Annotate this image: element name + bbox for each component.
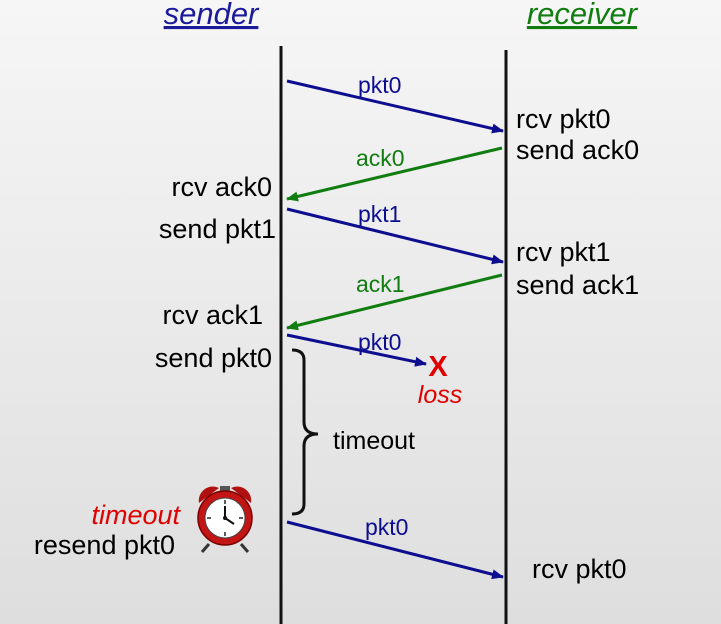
sender-event-rcv-ack0: rcv ack0 xyxy=(171,172,272,202)
message-label-ack1: ack1 xyxy=(356,271,405,297)
message-arrow-pkt0 xyxy=(286,79,504,134)
sender-event-send-pkt1: send pkt1 xyxy=(159,214,276,244)
sender-event-rcv-ack1: rcv ack1 xyxy=(162,300,263,330)
sender-event-resend-pkt0: resend pkt0 xyxy=(34,530,175,560)
sender-event-send-pkt0: send pkt0 xyxy=(155,343,272,373)
message-label-pkt0: pkt0 xyxy=(358,72,401,98)
timer-label: timeout xyxy=(333,427,415,455)
message-label-pkt1: pkt1 xyxy=(358,201,401,227)
message-arrow-ack0 xyxy=(286,146,503,202)
message-arrow-pkt0-resend xyxy=(286,520,504,580)
sender-header: sender xyxy=(164,0,260,31)
message-label-ack0: ack0 xyxy=(356,145,405,171)
timeout-bracket xyxy=(291,348,319,516)
receiver-event-rcv-pkt0-resent: rcv pkt0 xyxy=(532,554,627,584)
loss-label: loss xyxy=(418,381,462,409)
message-arrow-ack1 xyxy=(286,273,503,331)
receiver-event-rcv-pkt1: rcv pkt1 xyxy=(516,237,611,267)
message-label-pkt0-resend: pkt0 xyxy=(365,514,408,540)
message-arrow-pkt1 xyxy=(286,207,504,265)
sender-event-timeout: timeout xyxy=(91,500,181,530)
alarm-clock-icon xyxy=(197,486,253,553)
x-mark-icon: X xyxy=(428,351,448,383)
receiver-event-send-ack1: send ack1 xyxy=(516,270,639,300)
receiver-event-send-ack0: send ack0 xyxy=(516,135,639,165)
receiver-header: receiver xyxy=(527,0,639,31)
receiver-event-rcv-pkt0: rcv pkt0 xyxy=(516,104,611,134)
message-arrow-pkt0-lost xyxy=(286,333,427,367)
message-label-pkt0-lost: pkt0 xyxy=(358,329,401,355)
